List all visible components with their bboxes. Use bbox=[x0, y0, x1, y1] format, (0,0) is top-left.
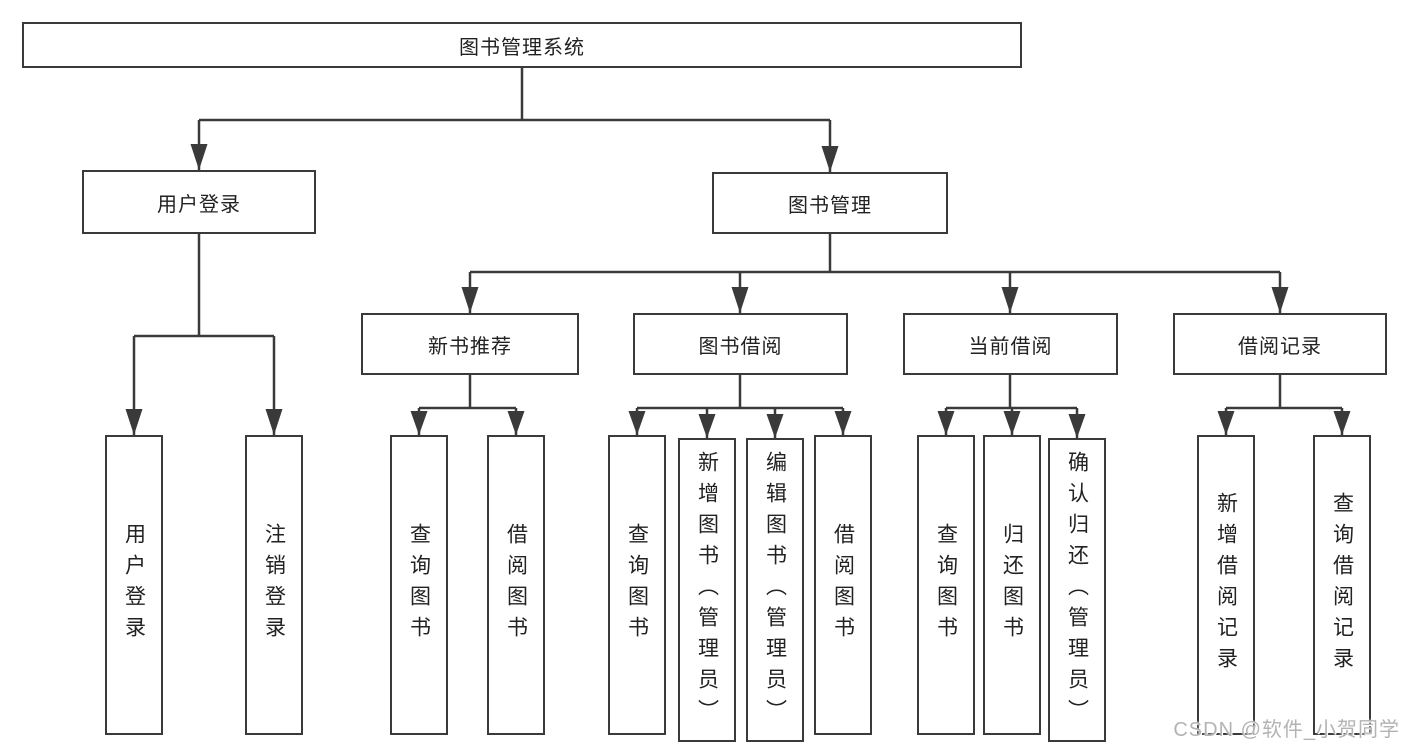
leaf-query-books-current: 查询图书 bbox=[917, 435, 975, 735]
leaf-label: 借阅图书 bbox=[504, 523, 528, 647]
node-library-management-system: 图书管理系统 bbox=[22, 22, 1022, 68]
watermark: CSDN @软件_小贺同学 bbox=[1173, 719, 1400, 741]
node-borrowing-records: 借阅记录 bbox=[1173, 313, 1387, 375]
arrowheads bbox=[125, 144, 1351, 438]
root-label: 图书管理系统 bbox=[459, 36, 585, 59]
leaf-label: 新增图书（管理员） bbox=[695, 450, 719, 730]
node-new-book-recommendation: 新书推荐 bbox=[361, 313, 579, 375]
leaf-label: 用户登录 bbox=[122, 523, 146, 647]
leaf-edit-books-admin: 编辑图书（管理员） bbox=[746, 438, 804, 742]
node-current-borrowing: 当前借阅 bbox=[903, 313, 1118, 375]
leaf-logout: 注销登录 bbox=[245, 435, 303, 735]
leaf-add-books-admin: 新增图书（管理员） bbox=[678, 438, 736, 742]
leaf-label: 查询图书 bbox=[625, 523, 649, 647]
leaf-borrow-books-recommendation: 借阅图书 bbox=[487, 435, 545, 735]
leaf-label: 查询图书 bbox=[407, 523, 431, 647]
leaf-label: 查询图书 bbox=[934, 523, 958, 647]
node-book-management: 图书管理 bbox=[712, 172, 948, 234]
node-user-login: 用户登录 bbox=[82, 170, 316, 234]
leaf-label: 新增借阅记录 bbox=[1214, 492, 1238, 678]
node-label: 用户登录 bbox=[157, 193, 241, 216]
leaf-borrow-books-borrowing: 借阅图书 bbox=[814, 435, 872, 735]
leaf-label: 查询借阅记录 bbox=[1330, 492, 1354, 678]
leaf-confirm-return-admin: 确认归还（管理员） bbox=[1048, 438, 1106, 742]
node-label: 图书借阅 bbox=[698, 335, 783, 358]
leaf-query-books-borrowing: 查询图书 bbox=[608, 435, 666, 735]
leaf-label: 编辑图书（管理员） bbox=[763, 450, 787, 730]
node-label: 新书推荐 bbox=[428, 335, 512, 358]
leaf-user-login: 用户登录 bbox=[105, 435, 163, 735]
leaf-return-books: 归还图书 bbox=[983, 435, 1041, 735]
leaf-query-borrow-record: 查询借阅记录 bbox=[1313, 435, 1371, 735]
node-book-borrowing: 图书借阅 bbox=[633, 313, 848, 375]
leaf-label: 确认归还（管理员） bbox=[1065, 450, 1089, 730]
leaf-add-borrow-record: 新增借阅记录 bbox=[1197, 435, 1255, 735]
node-label: 当前借阅 bbox=[968, 335, 1053, 358]
node-label: 借阅记录 bbox=[1238, 335, 1322, 358]
node-label: 图书管理 bbox=[788, 194, 872, 217]
leaf-query-books-recommendation: 查询图书 bbox=[390, 435, 448, 735]
leaf-label: 借阅图书 bbox=[831, 523, 855, 647]
leaf-label: 注销登录 bbox=[262, 523, 286, 647]
leaf-label: 归还图书 bbox=[1000, 523, 1024, 647]
